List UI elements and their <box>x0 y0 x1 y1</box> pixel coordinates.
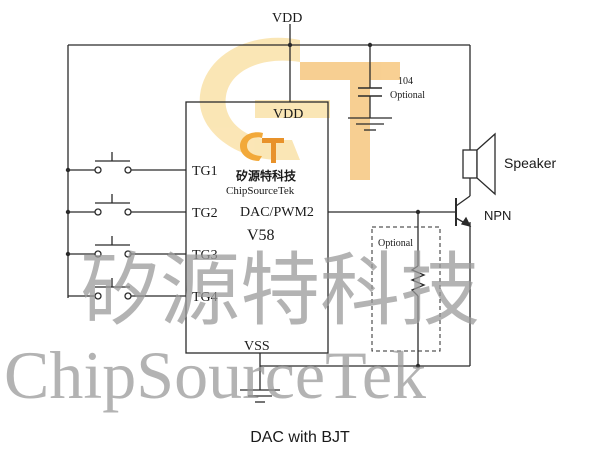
pin-label-tg1: TG1 <box>192 164 218 179</box>
resistor-icon <box>410 265 426 297</box>
npn-transistor-icon <box>455 195 472 227</box>
watermark-logo <box>199 37 400 180</box>
vdd-pin-label: VDD <box>273 107 303 122</box>
chip-logo-icon <box>240 132 284 163</box>
wires <box>67 24 471 390</box>
push-button-tg1 <box>94 152 132 174</box>
transistor-label: NPN <box>484 208 511 223</box>
watermark-cn: 矽源特科技 <box>80 248 480 336</box>
ground-icon-chip <box>240 389 280 403</box>
pin-label-tg2: TG2 <box>192 206 218 221</box>
chip-logo-cn-label: 矽源特科技 <box>236 168 297 183</box>
figure-caption: DAC with BJT <box>250 429 350 446</box>
pin-label-tg4: TG4 <box>192 290 218 305</box>
vdd-top-label: VDD <box>272 11 302 26</box>
capacitor-note-label: Optional <box>390 90 425 101</box>
ground-icon-capacitor <box>348 117 392 131</box>
speaker-label: Speaker <box>504 155 556 171</box>
speaker-icon <box>462 132 496 196</box>
chip-logo-en-label: ChipSourceTek <box>226 185 295 197</box>
chip-body <box>185 101 329 354</box>
push-button-tg3 <box>94 236 132 258</box>
vss-pin-label: VSS <box>244 339 270 354</box>
optional-resistor-box <box>371 226 441 352</box>
output-pin-label: DAC/PWM2 <box>240 205 314 220</box>
chip-part-number: V58 <box>247 227 275 244</box>
capacitor-value-label: 104 <box>398 76 413 87</box>
push-button-tg4 <box>94 278 132 300</box>
resistor-note-label: Optional <box>378 238 413 249</box>
pin-label-tg3: TG3 <box>192 248 218 263</box>
capacitor <box>358 87 382 97</box>
watermark-en: ChipSourceTek <box>4 337 426 413</box>
push-button-tg2 <box>94 194 132 216</box>
junction-dots <box>65 42 421 369</box>
